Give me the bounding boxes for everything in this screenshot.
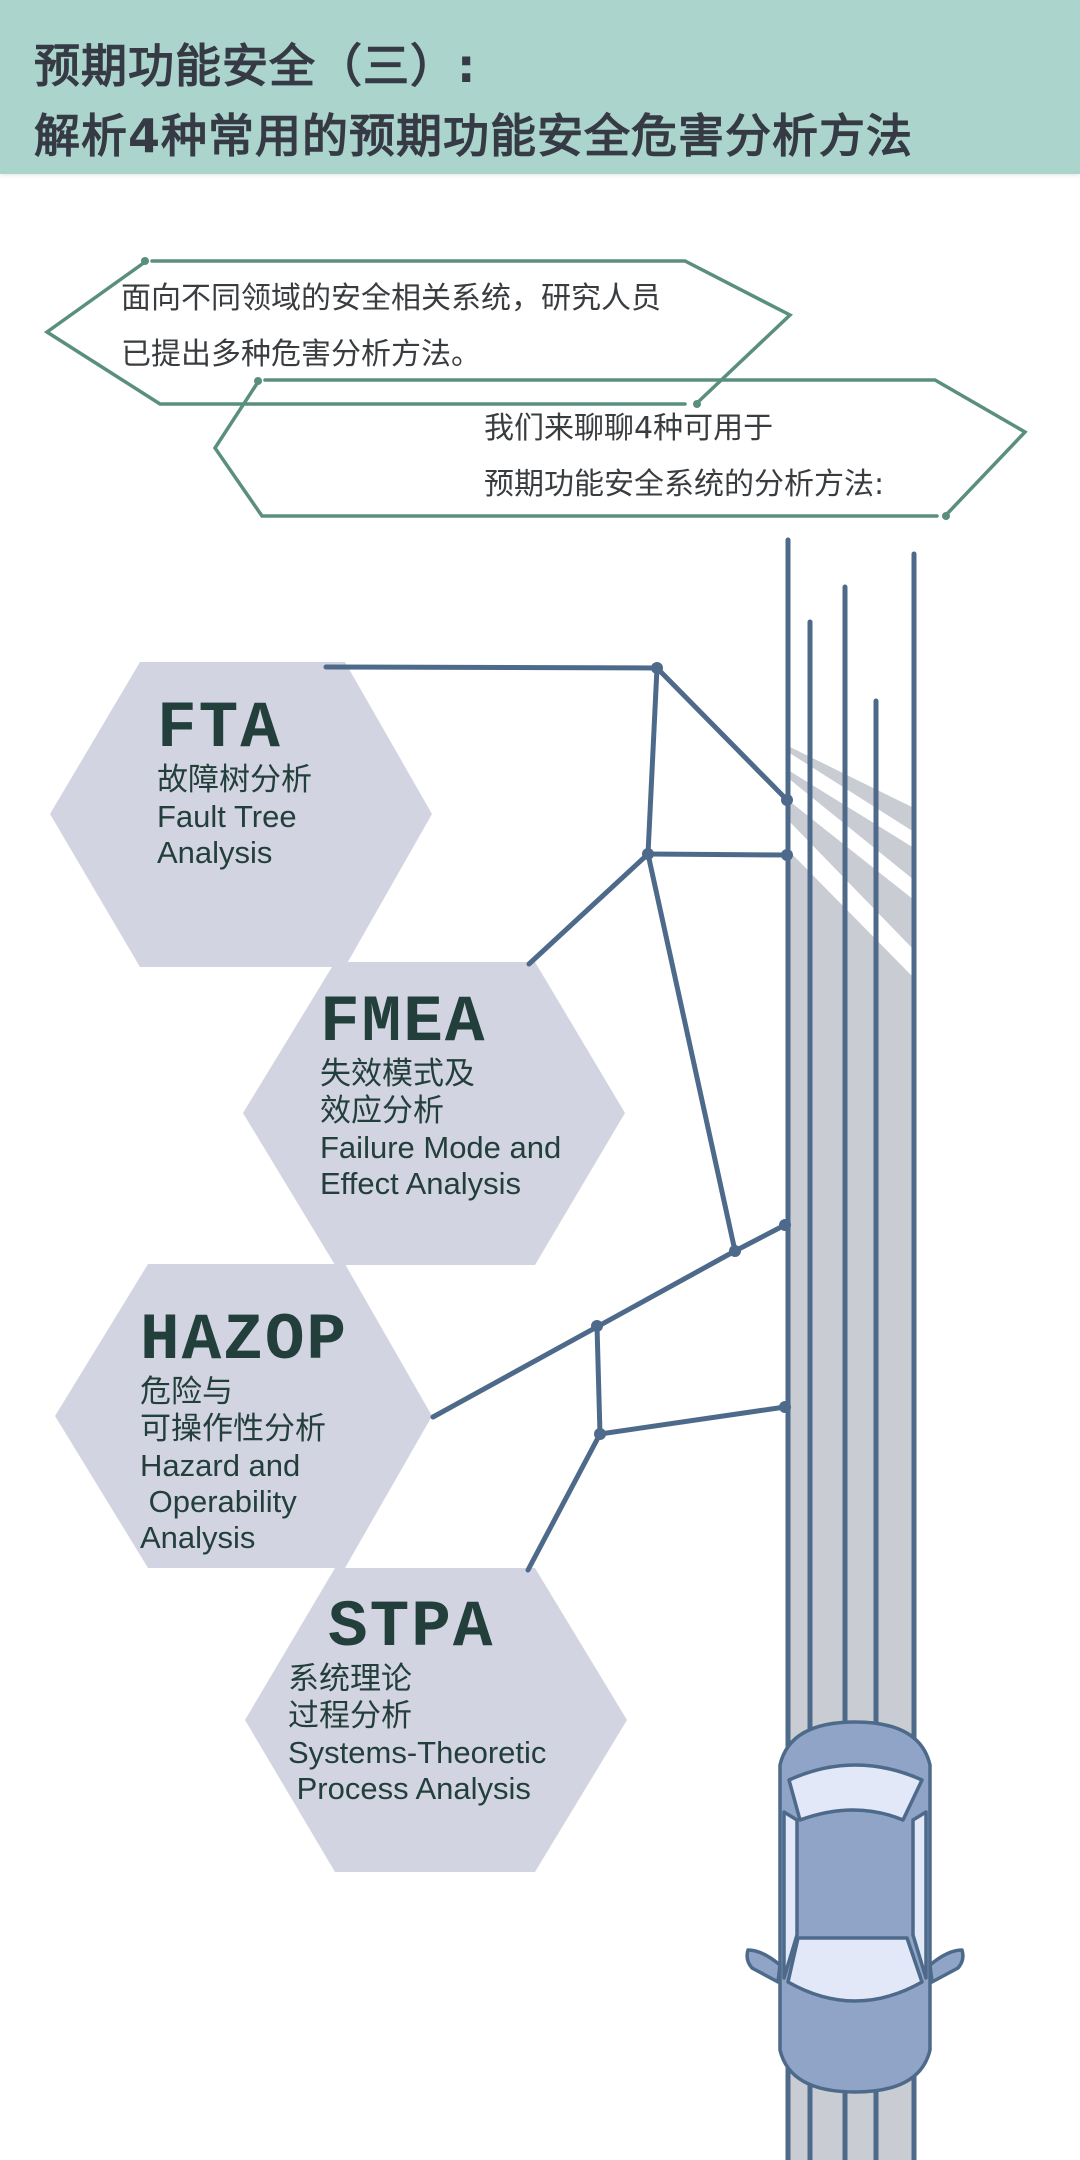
hexagons — [50, 662, 627, 1872]
method-cn-name: 失效模式及 — [320, 1056, 475, 1092]
bubble-2-text: 我们来聊聊4种可用于 预期功能安全系统的分析方法: — [484, 401, 884, 513]
node — [781, 794, 793, 806]
speech-bubble-1-outline — [43, 257, 793, 408]
method-en-name: Fault Tree — [157, 799, 297, 834]
method-cn-name: 可操作性分析 — [140, 1411, 326, 1447]
bubble-1-line-2: 已提出多种危害分析方法。 — [121, 337, 481, 372]
method-en-name: Analysis — [157, 835, 273, 870]
method-cn-name: 过程分析 — [288, 1698, 412, 1734]
bubble-dot — [693, 400, 701, 408]
node — [591, 1320, 603, 1332]
road-streak — [788, 752, 914, 848]
method-cn-name: 危险与 — [140, 1374, 233, 1410]
method-cn-name: 系统理论 — [288, 1661, 412, 1697]
bubble-dot — [942, 512, 950, 520]
method-en-name: Hazard and — [140, 1448, 301, 1483]
bubble-1-text: 面向不同领域的安全相关系统，研究人员 已提出多种危害分析方法。 — [121, 271, 661, 383]
method-hazop: HAZOP 危险与 可操作性分析 Hazard and Operability … — [140, 1308, 348, 1556]
car-side-window-left — [782, 1810, 799, 1980]
bubble-2-line-1: 我们来聊聊4种可用于 — [484, 411, 774, 446]
node — [781, 849, 793, 861]
connector-nodes — [591, 662, 793, 1440]
node — [594, 1428, 606, 1440]
car-windshield — [787, 1763, 924, 1822]
method-cn-name: 效应分析 — [320, 1093, 444, 1129]
speech-bubble-2-outline — [212, 377, 1028, 520]
page-title-line-1: 预期功能安全（三）: — [34, 39, 477, 93]
method-abbr: FMEA — [320, 985, 487, 1060]
hexagon-hazop — [55, 1264, 432, 1568]
road-streak — [788, 778, 914, 900]
bubble-dot — [141, 257, 149, 265]
connector-network — [323, 664, 790, 1573]
method-abbr: STPA — [328, 1590, 495, 1665]
car-rear-window — [786, 1936, 924, 2003]
method-en-name: Failure Mode and — [320, 1130, 562, 1165]
node — [651, 662, 663, 674]
page-title-line-2: 解析4种常用的预期功能安全危害分析方法 — [34, 109, 914, 163]
hexagon-fmea — [243, 962, 625, 1265]
method-en-name: Effect Analysis — [320, 1166, 522, 1201]
method-fmea: FMEA 失效模式及 效应分析 Failure Mode and Effect … — [320, 990, 561, 1202]
node — [729, 1245, 741, 1257]
method-fta: FTA 故障树分析 Fault Tree Analysis — [157, 696, 312, 871]
bubble-2-line-2: 预期功能安全系统的分析方法: — [484, 467, 885, 502]
method-abbr: FTA — [157, 691, 282, 766]
method-en-name: Operability — [140, 1484, 297, 1519]
method-en-name: Analysis — [140, 1520, 256, 1555]
bubble-1-line-1: 面向不同领域的安全相关系统，研究人员 — [121, 281, 661, 316]
car-side-window-right — [911, 1810, 928, 1980]
hexagon-fta — [50, 662, 432, 967]
method-en-name: Process Analysis — [288, 1771, 531, 1806]
car-icon — [745, 1720, 965, 2094]
car-mirror-left — [745, 1948, 782, 1984]
method-stpa: STPA 系统理论 过程分析 Systems-Theoretic Process… — [288, 1595, 546, 1807]
header-banner: 预期功能安全（三）: 解析4种常用的预期功能安全危害分析方法 — [0, 0, 1080, 174]
car-mirror-right — [928, 1948, 965, 1984]
node — [779, 1401, 791, 1413]
road-streak — [788, 820, 914, 978]
method-en-name: Systems-Theoretic — [288, 1735, 547, 1770]
node — [642, 848, 654, 860]
node — [779, 1219, 791, 1231]
method-abbr: HAZOP — [140, 1303, 349, 1378]
hexagon-stpa — [245, 1568, 627, 1872]
method-cn-name: 故障树分析 — [157, 762, 312, 798]
bubble-dot — [254, 377, 262, 385]
